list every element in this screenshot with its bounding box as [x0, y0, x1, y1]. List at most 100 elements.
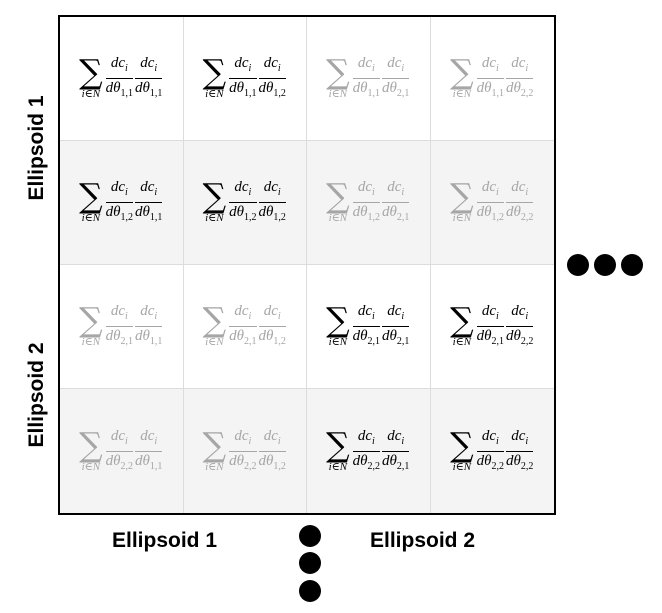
denominator-subscript: 1,2	[273, 212, 286, 223]
denominator-subscript: 2,2	[520, 88, 534, 99]
numerator-subscript: i	[525, 435, 529, 447]
fraction-bar	[229, 450, 257, 452]
numerator-subscript: i	[525, 187, 529, 198]
denominator-subscript: 1,1	[120, 88, 134, 99]
sum-symbol: ∑	[79, 424, 103, 464]
summation: ∑i∈N	[450, 428, 474, 473]
numerator-subscript: i	[125, 435, 128, 447]
numerator-subscript: i	[154, 311, 158, 322]
ellipsis-dot-right-2	[594, 254, 616, 276]
fraction-denominator: dθ2,1	[229, 328, 257, 347]
fraction-bar	[476, 326, 505, 327]
fraction: dci dθ2,1	[382, 55, 410, 102]
denominator-subscript: 1,1	[149, 460, 163, 472]
numerator-subscript: i	[496, 63, 499, 74]
numerator-subscript: i	[496, 187, 499, 198]
fraction-numerator: dci	[110, 427, 128, 447]
denominator-subscript: 2,2	[120, 460, 134, 472]
sum-subscript: i∈N	[452, 460, 472, 473]
fraction-numerator: dci	[234, 55, 252, 74]
denominator-subscript: 1,2	[244, 212, 257, 223]
fraction-numerator: dci	[481, 55, 499, 74]
fraction-bar	[476, 78, 505, 79]
fraction-numerator: dci	[387, 55, 405, 74]
fraction-bar	[105, 326, 134, 327]
fraction: dci dθ2,2	[506, 427, 534, 475]
numerator-subscript: i	[372, 435, 375, 447]
numerator-subscript: i	[277, 435, 281, 447]
numerator-subscript: i	[525, 311, 529, 322]
fraction-denominator: dθ1,2	[105, 204, 134, 223]
numerator-subscript: i	[125, 63, 128, 74]
fraction-bar	[105, 202, 134, 203]
fraction-bar	[352, 326, 381, 327]
numerator-subscript: i	[372, 187, 375, 198]
fraction-bar	[258, 202, 286, 203]
fraction-bar	[135, 450, 163, 452]
fraction-bar	[258, 78, 286, 79]
fraction-numerator: dci	[234, 427, 252, 447]
fraction-denominator: dθ1,2	[258, 204, 286, 223]
fraction-denominator: dθ2,1	[476, 328, 505, 347]
numerator-subscript: i	[401, 63, 405, 74]
sum-subscript: i∈N	[81, 88, 101, 100]
fraction-bar	[105, 78, 134, 79]
fraction-numerator: dci	[387, 179, 405, 198]
sum-symbol: ∑	[202, 176, 227, 215]
fraction-denominator: dθ2,2	[506, 328, 534, 347]
row-label-ellipsoid-2: Ellipsoid 2	[25, 342, 48, 448]
fraction-numerator: dci	[234, 303, 252, 322]
fraction-bar	[229, 326, 257, 327]
fraction-denominator: dθ2,1	[382, 328, 410, 347]
fraction-numerator: dci	[357, 55, 375, 74]
fraction-denominator: dθ1,1	[135, 328, 163, 347]
denominator-subscript: 1,2	[120, 212, 134, 223]
sum-symbol: ∑	[450, 176, 474, 215]
fraction-numerator: dci	[263, 303, 281, 322]
fraction-numerator: dci	[511, 427, 529, 447]
fraction-numerator: dci	[140, 427, 158, 447]
fraction-bar	[352, 78, 381, 79]
sum-symbol: ∑	[79, 300, 103, 339]
fraction-denominator: dθ2,1	[352, 328, 381, 347]
sum-symbol: ∑	[326, 52, 350, 91]
denominator-subscript: 2,2	[244, 460, 257, 472]
numerator-subscript: i	[277, 187, 281, 198]
denominator-subscript: 2,1	[120, 336, 134, 347]
fraction-numerator: dci	[110, 179, 128, 198]
numerator-subscript: i	[277, 311, 281, 322]
ellipsis-dot-bottom-1	[299, 525, 321, 547]
fraction-denominator: dθ1,2	[352, 204, 381, 223]
sum-symbol: ∑	[79, 52, 103, 91]
fraction-denominator: dθ2,2	[506, 452, 534, 472]
fraction-bar	[229, 202, 257, 203]
fraction-denominator: dθ2,1	[382, 80, 410, 99]
summation: ∑i∈N	[202, 176, 227, 224]
fraction-bar	[258, 450, 286, 452]
column-label-ellipsoid-1: Ellipsoid 1	[112, 529, 218, 552]
numerator-subscript: i	[248, 311, 252, 322]
fraction-denominator: dθ2,2	[506, 80, 534, 99]
sum-symbol: ∑	[326, 424, 350, 464]
